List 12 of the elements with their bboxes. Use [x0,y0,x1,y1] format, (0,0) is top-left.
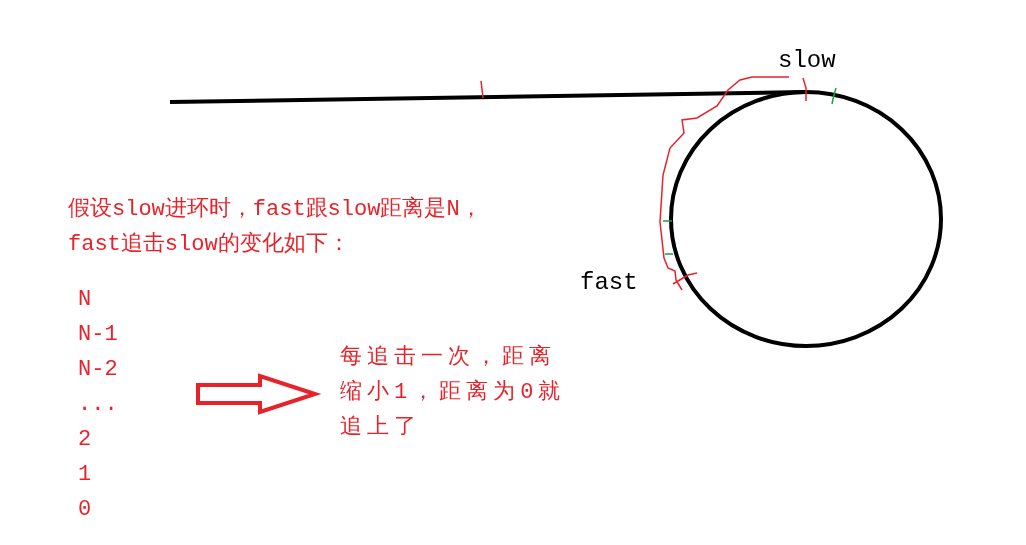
list-value: N [78,286,92,314]
list-value: 2 [78,426,92,454]
pointer-label: slow [778,46,836,76]
hollow-arrow [196,373,322,415]
pointer-label: fast [580,268,638,298]
list-value: N-2 [78,356,118,384]
list-value: ... [78,391,118,419]
note-text: 每追击一次，距离缩小1，距离为0就追上了 [340,343,567,442]
description-text: 假设slow进环时，fast跟slow距离是N，fast追击slow的变化如下： [68,195,483,259]
list-value: 0 [78,496,92,524]
list-value: 1 [78,461,92,489]
list-value: N-1 [78,321,118,349]
